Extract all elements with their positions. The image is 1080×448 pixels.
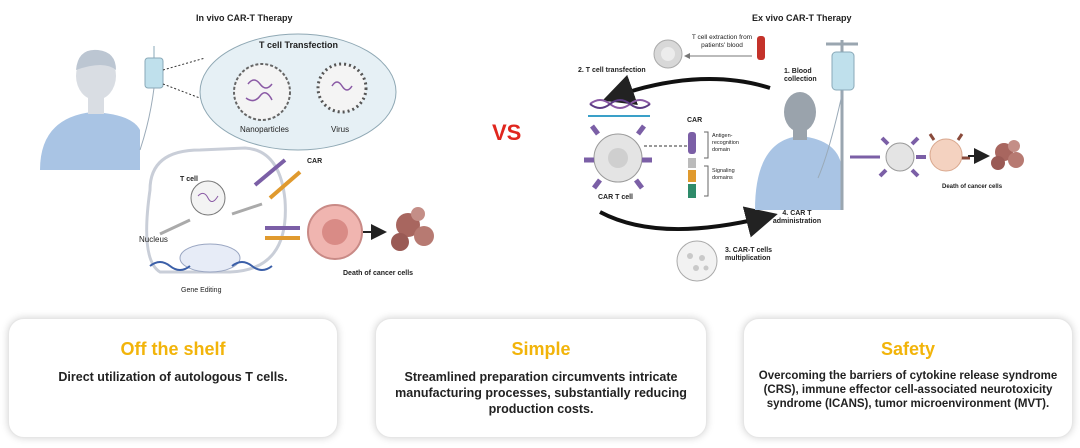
card-title: Simple: [511, 339, 571, 359]
t-cell-extracted: [653, 39, 683, 69]
left-panel-title: In vivo CAR-T Therapy: [196, 13, 293, 23]
card-off-the-shelf: Off the shelf Direct utilization of auto…: [8, 318, 338, 438]
transfection-bubble: [199, 33, 397, 151]
dna-helix: [588, 99, 651, 117]
car-label-left: CAR: [307, 158, 323, 165]
car-receptor-left: [253, 158, 302, 240]
car-t-cell-label: CAR T cell: [598, 194, 634, 201]
transfection-title: T cell Transfection: [259, 40, 339, 50]
car-t-cell: [584, 124, 688, 190]
arrow-transfection: [602, 74, 771, 106]
extraction-label: T cell extraction from patients' blood: [691, 34, 753, 49]
step3-label: 3. CAR-T cells multiplication: [725, 247, 773, 262]
card-safety: Safety Overcoming the barriers of cytoki…: [743, 318, 1073, 438]
death-label-right: Death of cancer cells: [942, 184, 1003, 190]
card-title: Off the shelf: [120, 339, 226, 359]
virus-label: Virus: [331, 125, 350, 134]
cancer-cell-left: [307, 204, 434, 260]
card-title: Safety: [880, 339, 936, 359]
patient-left-figure: [40, 49, 140, 170]
iv-bag-left: [139, 46, 206, 151]
car-label-right: CAR: [687, 117, 703, 124]
petri-dish: [676, 240, 718, 282]
diagram-artwork: [40, 33, 1024, 282]
t-cell-label: T cell: [180, 176, 198, 183]
antigen-domain-label: Antigen-recognition domain: [712, 133, 739, 153]
card-simple: Simple Streamlined preparation circumven…: [375, 318, 707, 438]
step1-label: 1. Blood collection: [784, 68, 817, 83]
nanoparticles-label: Nanoparticles: [240, 125, 289, 134]
card-body: Streamlined preparation circumvents intr…: [395, 370, 687, 416]
death-label-left: Death of cancer cells: [343, 270, 414, 277]
blood-tube: [684, 36, 765, 60]
card-body: Direct utilization of autologous T cells…: [58, 370, 288, 384]
patient-right-figure: [755, 92, 842, 210]
car-t-attack-right: [850, 133, 1024, 178]
nucleus-label: Nucleus: [139, 235, 168, 244]
step4-label: 4. CAR T administration: [772, 210, 822, 225]
car-structure: [688, 131, 709, 198]
card-body: Overcoming the barriers of cytokine rele…: [758, 370, 1058, 410]
iv-pole-right: [817, 40, 858, 210]
step2-label: 2. T cell transfection: [578, 67, 646, 74]
right-panel-title: Ex vivo CAR-T Therapy: [752, 13, 852, 23]
gene-editing-label: Gene Editing: [181, 287, 222, 294]
arrow-administration: [599, 206, 778, 238]
t-cell-outline: [145, 146, 287, 274]
vs-label: VS: [492, 120, 522, 145]
signaling-domains-label: Signaling domains: [712, 168, 735, 181]
